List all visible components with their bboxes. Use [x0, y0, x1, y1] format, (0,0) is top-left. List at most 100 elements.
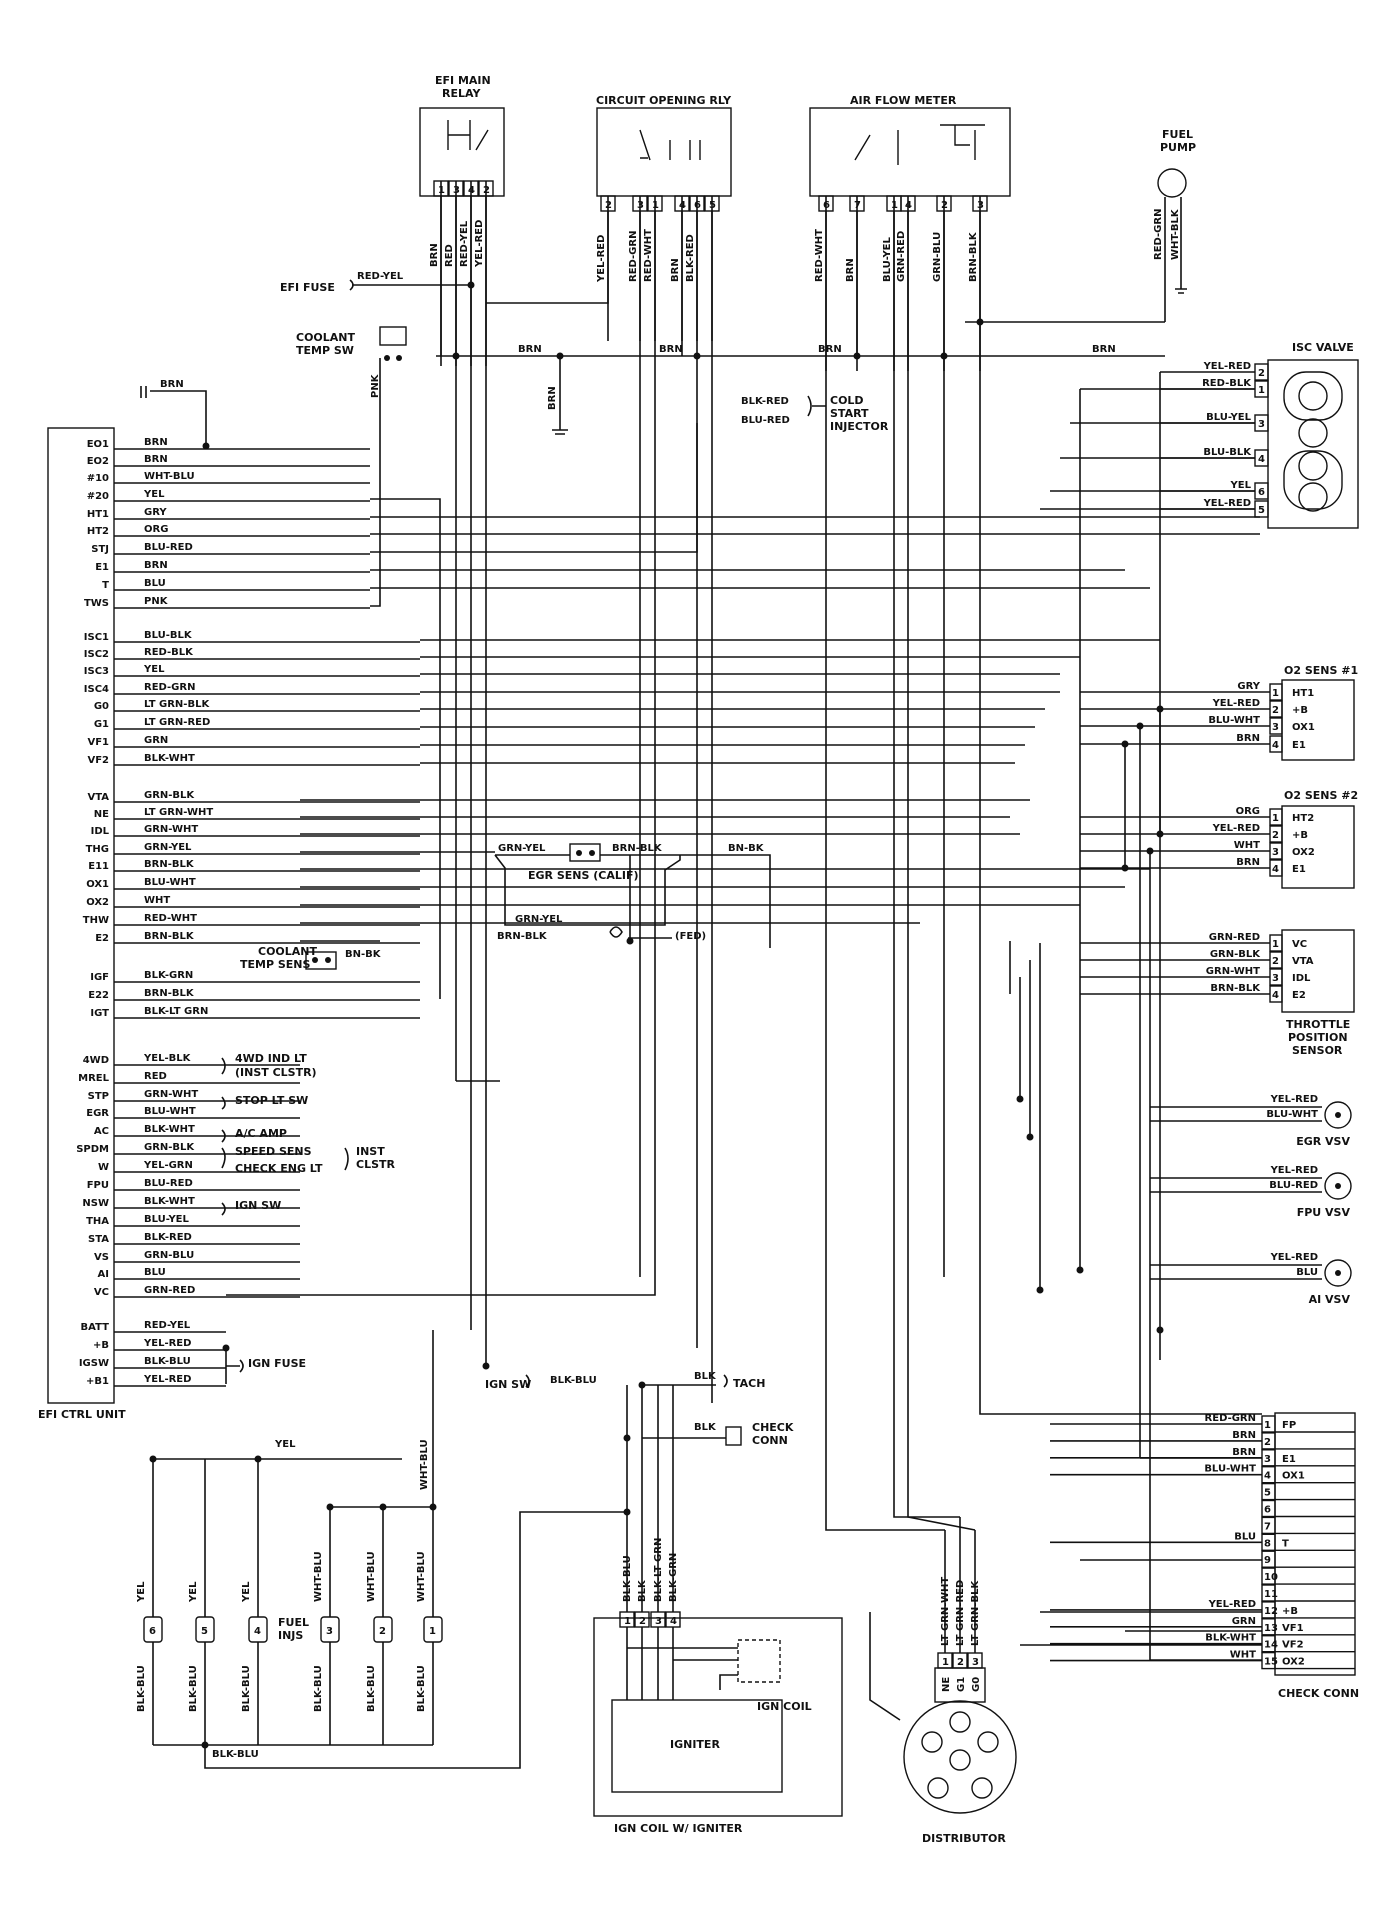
- ign-coil-icon: [737, 1639, 781, 1683]
- circuit-opening-relay-wire-label: RED-WHT: [643, 229, 654, 282]
- igniter-pin-number: 1: [624, 1616, 631, 1627]
- check-conn-wire-label: YEL-RED: [1208, 1599, 1256, 1610]
- harness-wire-segment: [893, 196, 960, 1518]
- egr-sensor: GRN-YEL BRN-BLK BN-BK EGR SENS (CALIF) G…: [494, 843, 771, 948]
- tps-pin-box: [1269, 968, 1283, 986]
- ecu-pin-wire-label: RED-BLK: [144, 647, 194, 658]
- splice-dot: [482, 1362, 490, 1370]
- splice-dot: [1036, 1286, 1044, 1294]
- ecu-pin-wire-label: YEL: [143, 489, 165, 500]
- splice-dot: [638, 1381, 646, 1389]
- egr-sens-wiring: [494, 854, 771, 948]
- o2-sens-1-pin-number: 4: [1272, 740, 1279, 751]
- ecu-pin-name: IDL: [91, 826, 110, 837]
- ecu-pin-wire-label: GRN-BLK: [144, 1142, 195, 1153]
- vsv-title: AI VSV: [1309, 1293, 1351, 1306]
- injector-body-icon: [373, 1616, 393, 1643]
- o2-sens-2-pin-box: [1269, 859, 1283, 877]
- ecu-pin-name: E2: [95, 933, 109, 944]
- splice-dot: [1156, 830, 1164, 838]
- ecu-pin-name: NSW: [82, 1198, 109, 1209]
- efi-main-relay-wire-label: RED: [444, 244, 455, 267]
- ecu-pin-wire-label: BLK-WHT: [144, 753, 195, 764]
- o2-sens-1-terminal: OX1: [1292, 722, 1315, 733]
- circuit-opening-relay-wire-label: BLK-RED: [685, 234, 696, 282]
- check-conn-pin-number: 4: [1264, 1471, 1271, 1482]
- check-conn-terminal: FP: [1282, 1420, 1296, 1431]
- o2-sens-1-wire-label: YEL-RED: [1212, 698, 1260, 709]
- o2-sens-2-pin-box: [1269, 842, 1283, 860]
- wht-blu-bus-label: WHT-BLU: [419, 1439, 430, 1490]
- ecu-pin-name: STA: [88, 1234, 109, 1245]
- distributor-post-1-icon: [949, 1711, 971, 1733]
- isc-wire-label: YEL-RED: [1203, 498, 1251, 509]
- vsv-title: FPU VSV: [1297, 1206, 1351, 1219]
- check-conn-pin-number: 15: [1264, 1657, 1278, 1668]
- o2-sens-1-terminal: E1: [1292, 740, 1306, 751]
- injector-bottom-wire-label: BLK-BLU: [313, 1665, 324, 1712]
- check-conn-wire-label: BLK-WHT: [1205, 1633, 1256, 1644]
- ecu-pin-wire-label: RED-YEL: [144, 1320, 191, 1331]
- check-conn-wire-label: WHT: [1230, 1650, 1256, 1661]
- injector-top-wire-label: WHT-BLU: [416, 1551, 427, 1602]
- egr-wire-4: GRN-YEL: [515, 914, 563, 925]
- isc-valve-box: [1267, 359, 1359, 529]
- isc-pin-number: 5: [1258, 505, 1265, 516]
- injector-bottom-wire-label: BLK-BLU: [188, 1665, 199, 1712]
- ecu-ground-wire: [140, 386, 207, 446]
- ecu-pin-name: EO2: [87, 456, 109, 467]
- ecu-pin-wire-label: BLK-RED: [144, 1232, 192, 1243]
- egr-sens-body: [569, 843, 601, 862]
- o2-sens-1-pin-number: 3: [1272, 722, 1279, 733]
- vsv-wire-2-label: BLU-WHT: [1266, 1109, 1318, 1120]
- injector-bottom-wire-label: BLK-BLU: [366, 1665, 377, 1712]
- o2-sens-1-wire-label: BRN: [1236, 733, 1260, 744]
- tps-pin-box: [1269, 951, 1283, 969]
- ecu-pin-name: TWS: [84, 598, 109, 609]
- circuit-opening-relay-box: [596, 107, 732, 197]
- o2-sens-2-pin-box: [1269, 808, 1283, 826]
- o2-sens-2-title: O2 SENS #2: [1284, 789, 1358, 802]
- circuit-opening-relay-wire-label: YEL-RED: [596, 235, 607, 283]
- check-conn-pin-box: [1261, 1567, 1276, 1585]
- brn-label-4: BRN: [1092, 344, 1116, 355]
- check-conn-pin-box: [1261, 1482, 1276, 1501]
- ecu-pin-wire-label: ORG: [144, 524, 168, 535]
- ecu-pin-wire-label: BLU-WHT: [144, 1106, 196, 1117]
- check-conn-pin-number: 2: [1264, 1437, 1271, 1448]
- check-conn-wire-label: BLU-WHT: [1204, 1464, 1256, 1475]
- ecu-pin-name: +B: [93, 1340, 109, 1351]
- check-conn-pin-number: 11: [1264, 1589, 1278, 1600]
- splice-dot: [254, 1455, 262, 1463]
- splice-dot: [1026, 1133, 1034, 1141]
- vsv-wire: [1150, 1106, 1322, 1122]
- inst-clstr-label-2: CLSTR: [356, 1158, 396, 1171]
- afm-internal-symbol: [854, 124, 985, 165]
- check-conn-terminal: OX2: [1282, 1657, 1305, 1668]
- distributor-terminal: G0: [971, 1677, 982, 1692]
- check-conn-bottom-label-2: CONN: [752, 1434, 788, 1447]
- ecu-pin-name: THW: [83, 915, 109, 926]
- ecu-pin-wire-label: GRN-WHT: [144, 824, 198, 835]
- distributor-plug-icon: [934, 1667, 986, 1703]
- efi-main-relay-wire-label: RED-YEL: [459, 220, 470, 267]
- egr-wire-1: GRN-YEL: [498, 843, 546, 854]
- annotation-braces: [221, 1057, 349, 1373]
- tps-pin-number: 2: [1272, 956, 1279, 967]
- cold-start-wire-1: BLK-RED: [741, 396, 789, 407]
- yel-bus-label: YEL: [274, 1439, 296, 1450]
- o2-sens-2-pin-number: 2: [1272, 830, 1279, 841]
- o2-sens-2-terminal: HT2: [1292, 813, 1314, 824]
- tps-pin-box: [1269, 934, 1283, 952]
- o2-sens-1-wire-label: BLU-WHT: [1208, 715, 1260, 726]
- check-conn-wire-label: GRN: [1232, 1616, 1256, 1627]
- injector-number: 3: [326, 1626, 333, 1637]
- o2-sens-2-terminal: +B: [1292, 830, 1308, 841]
- injector-bottom-wire-label: BLK-BLU: [241, 1665, 252, 1712]
- o2-sens-1-pin-number: 1: [1272, 688, 1279, 699]
- o2-sens-2-pin-number: 1: [1272, 813, 1279, 824]
- tps-terminal: VTA: [1292, 956, 1314, 967]
